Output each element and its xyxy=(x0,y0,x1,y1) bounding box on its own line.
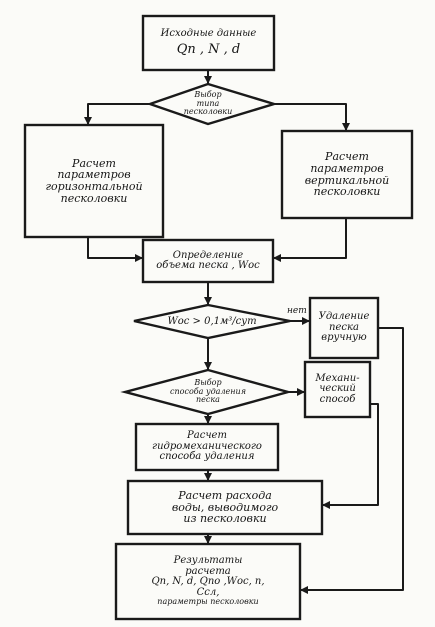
vertical-line-3: вертикальной xyxy=(304,173,390,187)
input-title: Исходные данные xyxy=(160,28,257,40)
results-box xyxy=(114,542,302,621)
arrowhead xyxy=(300,586,308,594)
edge-manual-to-end xyxy=(299,327,404,591)
choose-method-label: Выбор способа удаления песка xyxy=(148,374,268,410)
results-line-4: Cсл, xyxy=(196,586,220,598)
choose-type-line-1: Выбор xyxy=(194,90,222,100)
vertical-line-4: песколовки xyxy=(313,185,381,199)
flowchart-shapes xyxy=(23,14,414,621)
manual-removal-box xyxy=(308,296,380,360)
manual-line-3: вручную xyxy=(321,332,367,344)
input-box xyxy=(141,14,276,72)
hydro-line-3: способа удаления xyxy=(159,451,255,463)
choose-method-line-1: Выбор xyxy=(194,378,222,388)
arrowhead xyxy=(204,473,212,481)
input-label: Исходные данные Qп , N , d xyxy=(143,16,274,70)
choose-type-decision xyxy=(146,82,279,126)
sand-volume-box xyxy=(141,238,275,284)
choose-method-decision xyxy=(120,368,293,416)
arrowhead xyxy=(204,297,212,305)
horizontal-line-4: песколовки xyxy=(60,191,128,205)
arrowhead xyxy=(342,123,350,131)
edge-choose-to-horizontal xyxy=(87,103,151,126)
arrowhead xyxy=(273,254,281,262)
water-flow-line-1: Расчет расхода xyxy=(178,489,272,503)
sand-volume-line-1: Определение xyxy=(172,249,244,261)
hydromechanical-label: Расчет гидромеханического способа удален… xyxy=(136,424,278,470)
vertical-calc-box xyxy=(280,129,414,220)
arrowhead xyxy=(135,254,143,262)
vertical-calc-label: Расчет параметров вертикальной песколовк… xyxy=(282,131,412,218)
arrowhead xyxy=(297,388,305,396)
choose-type-label: Выбор типа песколовки xyxy=(170,86,246,122)
arrowhead xyxy=(204,362,212,370)
input-vars: Qп , N , d xyxy=(176,41,241,57)
hydro-line-2: гидромеханического xyxy=(152,440,262,452)
vertical-line-2: параметров xyxy=(310,161,384,175)
hydro-line-1: Расчет xyxy=(187,430,227,442)
sand-volume-label: Определение объема песка , Wос xyxy=(143,240,273,282)
manual-removal-label: Удаление песка вручную xyxy=(310,298,378,358)
choose-method-line-2: способа удаления xyxy=(170,386,246,396)
manual-line-2: песка xyxy=(329,321,359,333)
edge-mechanical-to-water-flow xyxy=(321,403,379,506)
water-flow-line-2: воды, выводимого xyxy=(171,500,279,514)
sand-condition-text: Wос > 0,1м³/сут xyxy=(167,315,257,327)
no-branch-label: нет xyxy=(287,306,307,316)
sand-condition-decision xyxy=(133,303,291,340)
arrowhead xyxy=(204,536,212,544)
arrowhead xyxy=(302,317,310,325)
arrowhead xyxy=(84,117,92,125)
water-flow-calc-box xyxy=(126,479,324,536)
mechanical-line-2: ческий xyxy=(319,383,356,395)
edge-horizontal-to-volume xyxy=(87,236,144,259)
manual-line-1: Удаление xyxy=(318,311,370,323)
arrowhead xyxy=(204,76,212,84)
horizontal-line-2: параметров xyxy=(57,168,131,182)
mechanical-line-1: Механи- xyxy=(315,372,360,384)
hydromechanical-calc-box xyxy=(134,422,280,472)
water-flow-label: Расчет расхода воды, выводимого из песко… xyxy=(128,481,322,534)
sand-volume-line-2: объема песка , Wос xyxy=(156,260,260,271)
vertical-line-1: Расчет xyxy=(325,150,369,164)
horizontal-line-1: Расчет xyxy=(72,156,116,170)
mechanical-method-box xyxy=(303,360,372,419)
arrowheads xyxy=(84,76,350,594)
choose-method-line-3: песка xyxy=(196,395,220,405)
results-line-3: Qп, N, d, Qпо ,Wос, n, xyxy=(151,576,265,588)
horizontal-calc-label: Расчет параметров горизонтальной песколо… xyxy=(25,125,163,237)
arrowhead xyxy=(204,416,212,424)
arrowhead xyxy=(322,501,330,509)
mechanical-method-label: Механи- ческий способ xyxy=(305,362,370,417)
edge-vertical-to-volume xyxy=(272,217,347,259)
edge-choose-to-vertical xyxy=(273,103,347,132)
results-line-1: Результаты xyxy=(173,555,243,567)
results-line-2: расчета xyxy=(185,565,231,577)
choose-type-line-3: песколовки xyxy=(183,107,233,117)
sand-condition-label: Wос > 0,1м³/сут xyxy=(150,308,274,336)
horizontal-line-3: горизонтальной xyxy=(45,180,143,193)
results-label: Результаты расчета Qп, N, d, Qпо ,Wос, n… xyxy=(116,544,300,619)
horizontal-calc-box xyxy=(23,123,165,239)
choose-type-line-2: типа xyxy=(196,98,220,108)
mechanical-line-3: способ xyxy=(319,393,356,405)
water-flow-line-3: из песколовки xyxy=(183,512,267,526)
results-line-5: параметры песколовки xyxy=(157,597,259,607)
